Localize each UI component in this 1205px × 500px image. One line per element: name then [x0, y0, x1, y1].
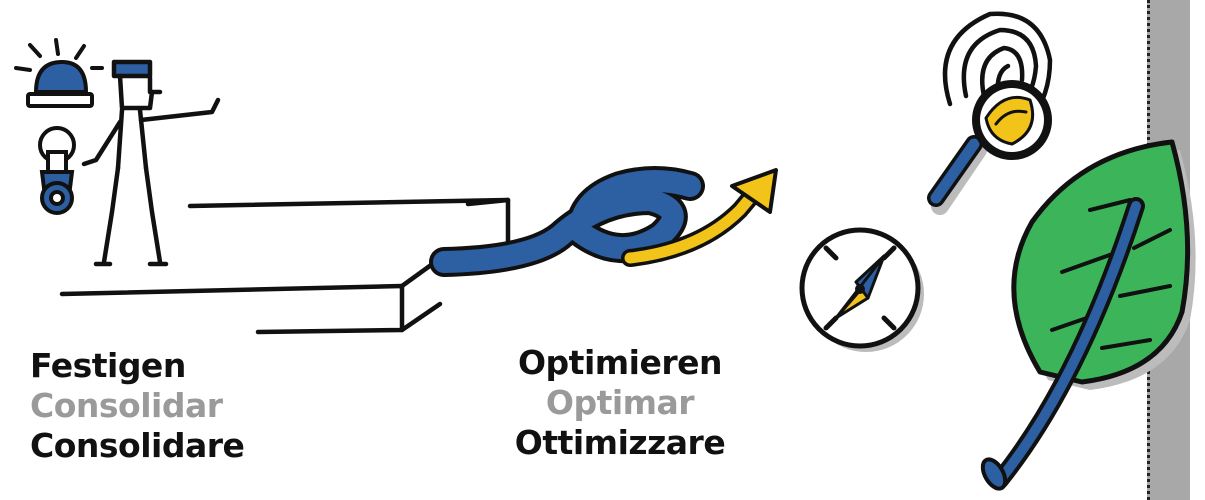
compass-icon: [802, 230, 924, 352]
leaf-icon: [978, 142, 1195, 492]
loop-arrow-icon: [444, 170, 776, 262]
magnifier-fingerprint-icon: [936, 14, 1052, 206]
label-german-center: Optimieren: [505, 343, 735, 383]
label-italian-center: Ottimizzare: [505, 423, 735, 463]
label-spanish-left: Consolidar: [30, 386, 244, 426]
label-spanish-center: Optimar: [505, 383, 735, 423]
center-labels: Optimieren Optimar Ottimizzare: [505, 343, 735, 463]
padlock-key-icon: [40, 128, 74, 213]
figure-person-icon: [84, 62, 218, 264]
label-german-left: Festigen: [30, 346, 244, 386]
label-italian-left: Consolidare: [30, 426, 244, 466]
left-labels: Festigen Consolidar Consolidare: [30, 346, 244, 466]
siren-light-icon: [16, 40, 102, 106]
